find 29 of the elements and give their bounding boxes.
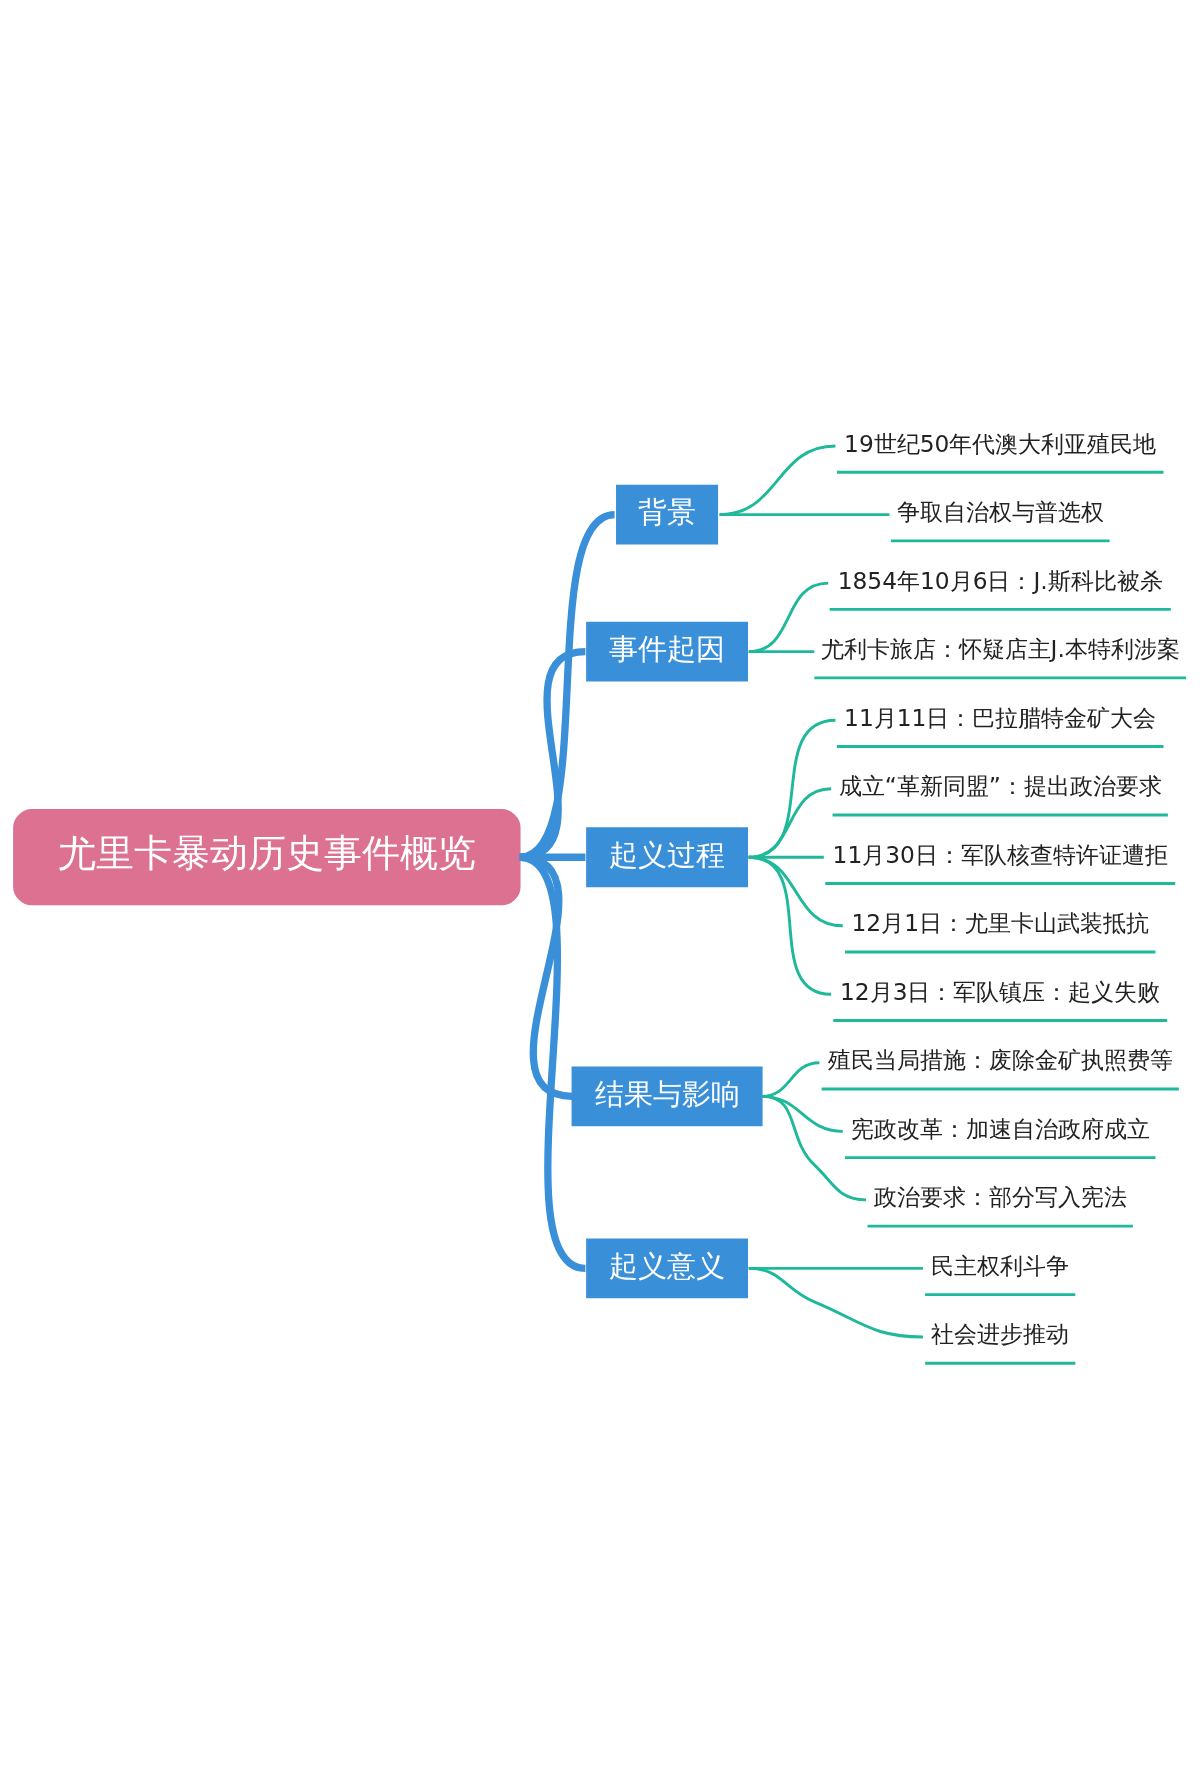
node-box: 结果与影响 [571,1065,763,1126]
connector [519,647,587,861]
node-box: 事件起因 [586,621,748,682]
node-text: 12月3日：军队镇压：起义失败 [839,977,1161,1005]
node-text: 民主权利斗争 [931,1251,1070,1279]
node-text: 11月11日：巴拉腊特金矿大会 [844,703,1157,731]
node-text: 宪政改革：加速自治政府成立 [850,1114,1150,1142]
connector [748,581,829,653]
node-box: 起义意义 [586,1238,748,1298]
node-text: 12月1日：尤里卡山武装抵抗 [851,908,1149,936]
connector [748,649,815,653]
node-text: 政治要求：部分写入宪法 [873,1182,1127,1210]
node-box: 背景 [616,484,719,544]
connector [761,1094,867,1201]
node-text: 19世纪50年代澳大利亚殖民地 [844,429,1157,457]
node-box: 起义过程 [586,826,748,887]
node-text: 争取自治权与普选权 [896,497,1104,525]
connector [748,1266,923,1338]
connector [518,853,587,1272]
node-text: 成立“革新同盟”：提出政治要求 [838,771,1162,799]
node-text: 社会进步推动 [931,1319,1070,1347]
node-text: 11月30日：军队核查特许证遭拒 [832,840,1168,868]
connector [719,512,890,516]
connector [518,510,616,861]
node-text: 1854年10月6日：J.斯科比被杀 [837,566,1163,594]
node-text: 殖民当局措施：废除金矿执照费等 [827,1045,1173,1073]
node-text: 尤利卡旅店：怀疑店主J.本特利涉案 [820,634,1180,662]
connector [748,855,832,996]
node-box: 尤里卡暴动历史事件概览 [13,808,521,905]
